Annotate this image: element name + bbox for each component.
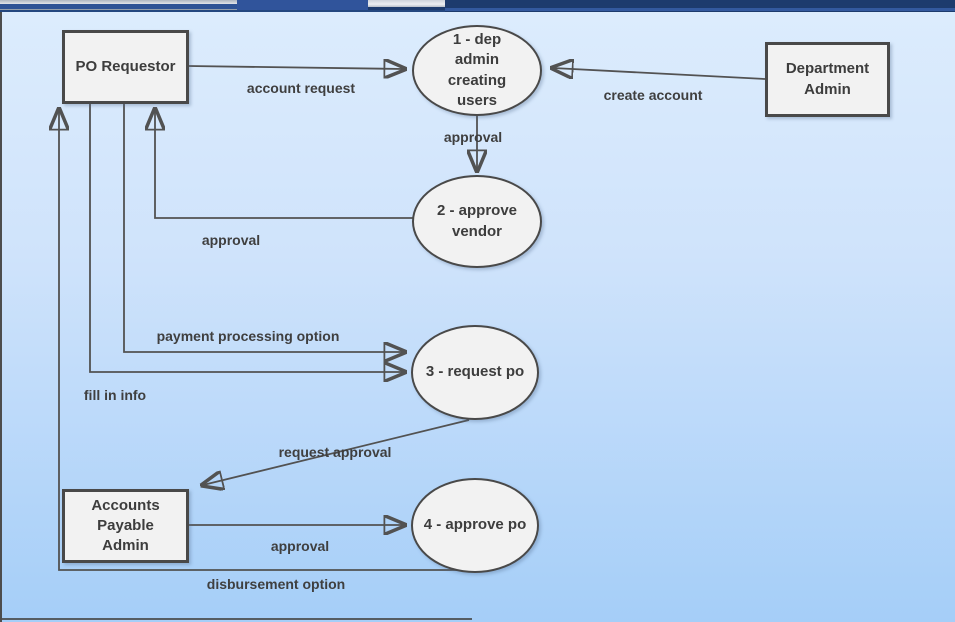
window-top-bar [0,0,955,12]
diagram-canvas[interactable]: PO Requestor Department Admin Accounts P… [0,12,955,622]
topbar-right-accent-line [445,8,955,11]
entity-department-admin[interactable]: Department Admin [765,42,890,117]
process-2-approve-vendor[interactable]: 2 - approve vendor [412,175,542,268]
entity-po-requestor-label: PO Requestor [75,57,176,75]
topbar-blue-stripe [0,4,237,9]
topbar-silver-right-segment [368,0,445,7]
entity-accounts-payable-admin-label: Accounts Payable Admin [91,496,160,555]
entity-accounts-payable-admin[interactable]: Accounts Payable Admin [62,489,189,563]
process-4-label: 4 - approve po [423,516,527,534]
flow-label-approval-3[interactable]: approval [270,538,330,554]
entity-department-admin-label: Department Admin [785,60,870,98]
flow-approval-2-to-po-line[interactable] [155,110,414,219]
topbar-active-blue-segment [237,0,368,10]
topbar-bottom-line [0,10,445,12]
process-2-label: 2 - approve vendor [436,202,518,240]
flow-label-payment-processing-option[interactable]: payment processing option [156,328,340,344]
flow-label-approval-2[interactable]: approval [201,232,261,248]
canvas-bottom-border [2,618,472,620]
flow-payment-processing-line[interactable] [123,104,404,352]
process-1-dep-admin-creating-users[interactable]: 1 - dep admin creating users [412,25,542,116]
entity-po-requestor[interactable]: PO Requestor [62,30,189,104]
flow-create-account-line[interactable] [553,68,766,80]
process-3-request-po[interactable]: 3 - request po [411,325,539,420]
flow-account-request-line[interactable] [188,66,404,69]
flow-label-request-approval[interactable]: request approval [278,444,392,460]
flow-fill-in-info-line[interactable] [89,104,404,372]
flow-label-account-request[interactable]: account request [246,80,356,96]
process-4-approve-po[interactable]: 4 - approve po [411,478,539,573]
flow-label-fill-in-info[interactable]: fill in info [83,387,147,403]
flow-disbursement-option-line[interactable] [59,110,466,571]
flow-label-disbursement-option[interactable]: disbursement option [206,576,346,592]
flow-label-approval-1[interactable]: approval [443,129,503,145]
process-3-label: 3 - request po [425,363,525,381]
flow-arrows-layer [2,12,766,571]
flow-label-create-account[interactable]: create account [603,87,703,103]
flow-request-approval-line[interactable] [203,419,470,485]
process-1-label: 1 - dep admin creating users [447,31,507,109]
